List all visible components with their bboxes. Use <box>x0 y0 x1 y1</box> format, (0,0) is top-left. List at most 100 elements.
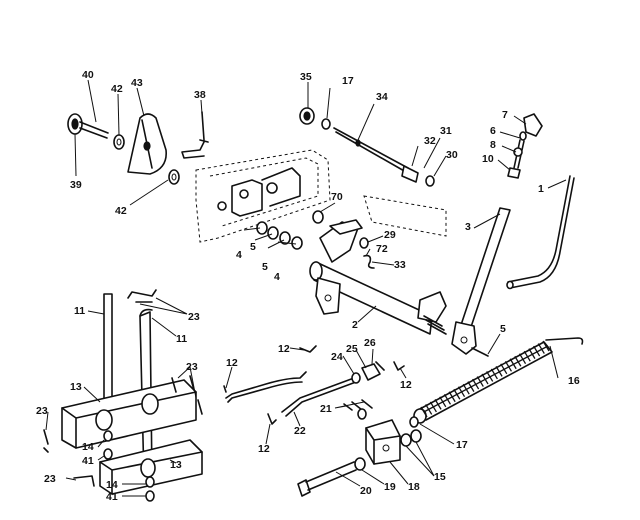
bolt-part-20 <box>297 457 366 497</box>
spring-coil <box>472 378 480 390</box>
callout-16: 16 <box>568 375 580 387</box>
callout-19: 19 <box>384 481 396 493</box>
linkage-rods-12-22 <box>223 345 405 425</box>
hardware-70-29-72 <box>312 210 375 269</box>
callout-26: 26 <box>364 337 376 349</box>
spring-coil <box>443 393 452 405</box>
callout-3: 3 <box>465 221 471 233</box>
callout-32: 32 <box>424 135 436 147</box>
washer-part-42-upper <box>113 134 125 150</box>
callout-29: 29 <box>384 229 396 241</box>
callout-23-left: 23 <box>36 405 48 417</box>
callout-18: 18 <box>408 481 420 493</box>
rod-assembly-34 <box>299 107 447 237</box>
lift-lever-part-3 <box>451 207 511 357</box>
callout-12-right: 12 <box>400 379 412 391</box>
spring-coil <box>420 406 428 418</box>
callout-7: 7 <box>502 109 508 121</box>
handle-part-1 <box>506 175 575 290</box>
spring-coil <box>481 373 489 385</box>
callout-72: 72 <box>376 243 388 255</box>
frame-bracket-outline <box>195 149 331 243</box>
callout-33: 33 <box>394 259 406 271</box>
spring-coil <box>462 383 470 395</box>
callout-4-left: 4 <box>236 249 242 261</box>
callout-5-right: 5 <box>262 261 268 273</box>
callout-20: 20 <box>360 485 372 497</box>
callout-34: 34 <box>376 91 388 103</box>
bolts-part-21 <box>343 399 373 420</box>
knob-part-39 <box>67 113 109 139</box>
callout-12-bottom: 12 <box>258 443 270 455</box>
bracket-part-13-lower <box>99 439 203 495</box>
callout-42-upper: 42 <box>111 83 123 95</box>
callout-38: 38 <box>194 89 206 101</box>
pins-part-23 <box>43 289 203 487</box>
hardware-14-41 <box>103 430 155 502</box>
callout-21: 21 <box>320 403 332 415</box>
callout-4-right: 4 <box>274 271 280 283</box>
spring-coil <box>476 376 484 387</box>
spring-coil <box>486 371 494 382</box>
spring-coil <box>533 345 541 357</box>
spring-coil <box>523 350 531 362</box>
callout-12-left: 12 <box>226 357 238 369</box>
callout-13-lower: 13 <box>170 459 182 471</box>
spring-coil <box>434 399 442 410</box>
shaft-assembly-part-2 <box>309 219 447 335</box>
callout-10: 10 <box>482 153 494 165</box>
spring-coil <box>490 368 498 380</box>
callout-12-top: 12 <box>278 343 290 355</box>
spring-coil <box>453 388 461 400</box>
callout-17-upper: 17 <box>342 75 354 87</box>
callout-8: 8 <box>490 139 496 151</box>
spring-coil <box>518 353 527 365</box>
callout-23-mid: 23 <box>186 361 198 373</box>
callout-6: 6 <box>490 125 496 137</box>
callout-labels: 40 42 43 38 39 42 35 17 34 32 31 30 7 6 … <box>36 69 580 503</box>
spring-coil <box>448 391 456 403</box>
callout-39: 39 <box>70 179 82 191</box>
callout-2: 2 <box>352 319 358 331</box>
callout-14-lower: 14 <box>106 479 118 491</box>
lever-body-part-43 <box>127 113 167 175</box>
spring-coil <box>537 343 545 354</box>
callout-41-lower: 41 <box>106 491 118 503</box>
spring-coil <box>504 360 513 372</box>
callout-43: 43 <box>131 77 143 89</box>
callout-23-bottom: 23 <box>44 473 56 485</box>
callout-13-upper: 13 <box>70 381 82 393</box>
callout-70: 70 <box>331 191 343 203</box>
callout-22: 22 <box>294 425 306 437</box>
hardware-15-17 <box>400 416 422 447</box>
spring-coil <box>429 401 437 413</box>
washer-part-42-lower <box>168 169 180 185</box>
callout-42-lower: 42 <box>115 205 127 217</box>
spring-coil <box>467 381 475 392</box>
clip-part-38 <box>181 111 209 159</box>
callout-35: 35 <box>300 71 312 83</box>
spring-coil <box>439 396 447 408</box>
hardware-24-25-26 <box>351 361 385 384</box>
link-hardware-6-7-8-10 <box>507 113 543 179</box>
callout-11-right: 11 <box>176 333 187 345</box>
leader-lines <box>45 79 567 497</box>
callout-40: 40 <box>82 69 94 81</box>
callout-1: 1 <box>538 183 544 195</box>
callout-41-upper: 41 <box>82 455 94 467</box>
callout-25: 25 <box>346 343 358 355</box>
spring-coil <box>425 404 433 415</box>
callout-11-left: 11 <box>74 305 85 317</box>
callout-5-left: 5 <box>250 241 256 253</box>
spring-coil <box>542 340 550 352</box>
bracket-part-13-upper <box>61 379 197 449</box>
washer-set-4-5 <box>256 221 303 250</box>
callout-17-lower: 17 <box>456 439 468 451</box>
spring-coil <box>495 366 503 377</box>
spring-coil <box>528 348 536 359</box>
callout-14-upper: 14 <box>82 441 94 453</box>
callout-30: 30 <box>446 149 458 161</box>
callout-5-lever: 5 <box>500 323 506 335</box>
callout-31: 31 <box>440 125 452 137</box>
